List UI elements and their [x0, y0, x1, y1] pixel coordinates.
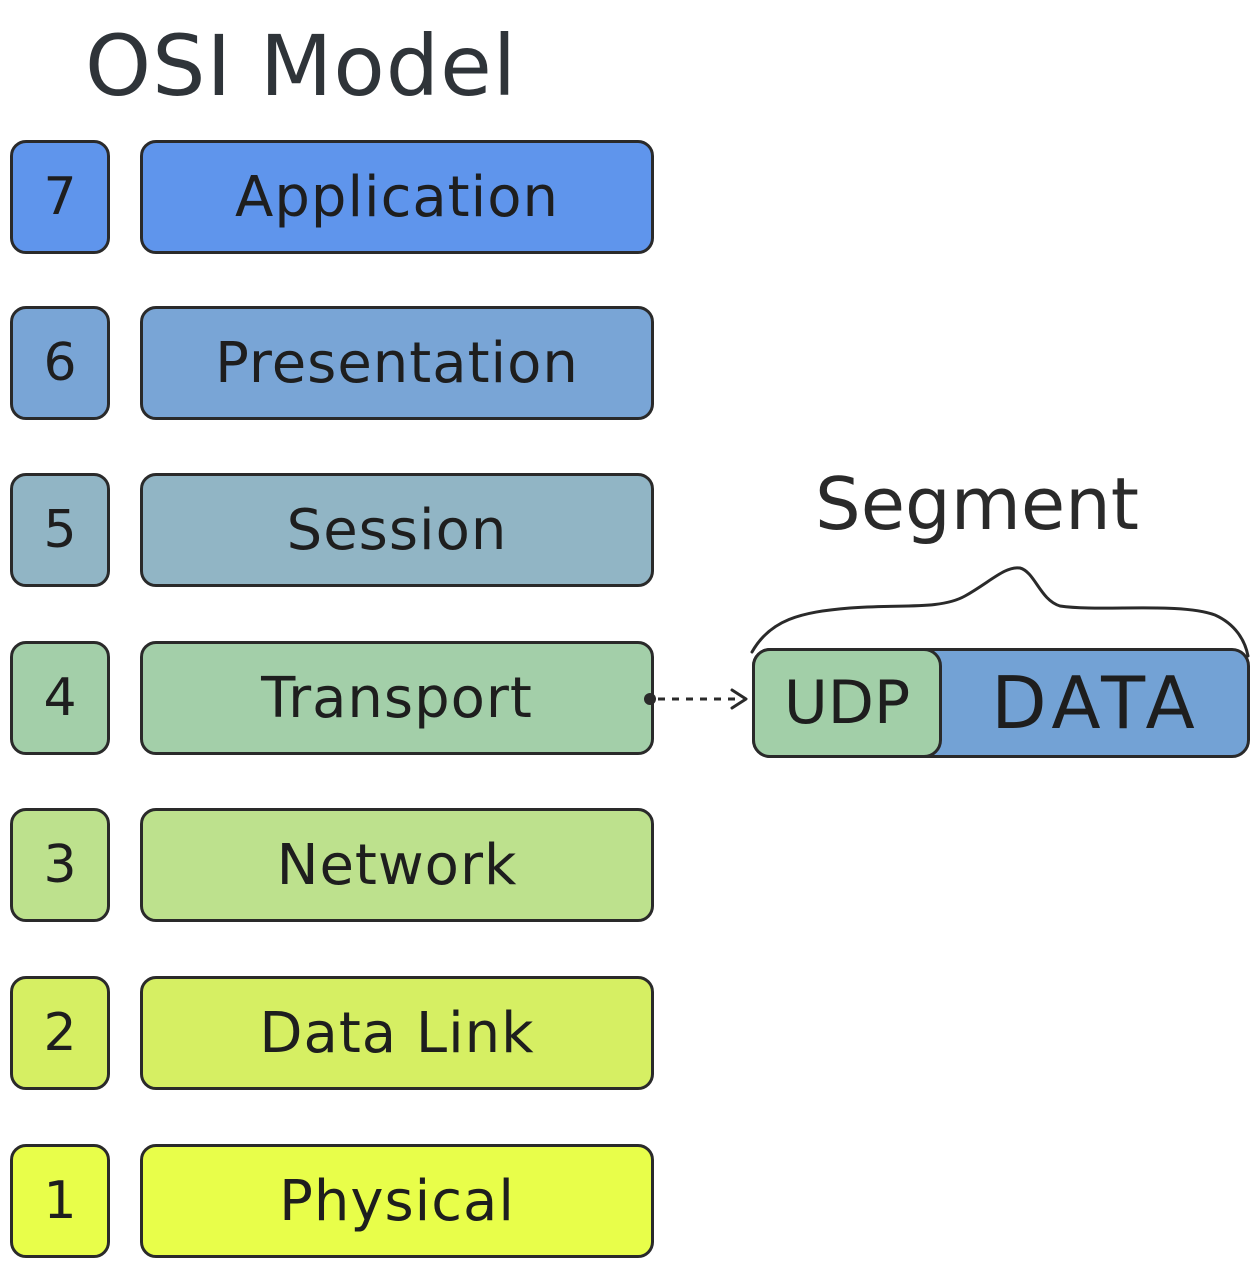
- segment-brace: [750, 566, 1250, 658]
- layer-number-3: 3: [10, 808, 110, 922]
- layer-box-2: Data Link: [140, 976, 654, 1090]
- layer-box-6: Presentation: [140, 306, 654, 420]
- layer-number-6: 6: [10, 306, 110, 420]
- layer-number-5: 5: [10, 473, 110, 587]
- layer-box-1: Physical: [140, 1144, 654, 1258]
- layer-number-4: 4: [10, 641, 110, 755]
- diagram-title: OSI Model: [85, 17, 518, 115]
- data-payload-label: DATA: [991, 661, 1201, 745]
- segment-label: Segment: [815, 462, 1139, 546]
- arrow-head: [730, 688, 748, 710]
- layer-box-5: Session: [140, 473, 654, 587]
- layer-number-7: 7: [10, 140, 110, 254]
- layer-number-1: 1: [10, 1144, 110, 1258]
- layer-box-3: Network: [140, 808, 654, 922]
- layer-number-2: 2: [10, 976, 110, 1090]
- layer-box-7: Application: [140, 140, 654, 254]
- udp-header-box: UDP: [752, 648, 942, 758]
- arrow-start-dot: [644, 693, 656, 705]
- udp-header-label: UDP: [783, 668, 911, 738]
- layer-box-4: Transport: [140, 641, 654, 755]
